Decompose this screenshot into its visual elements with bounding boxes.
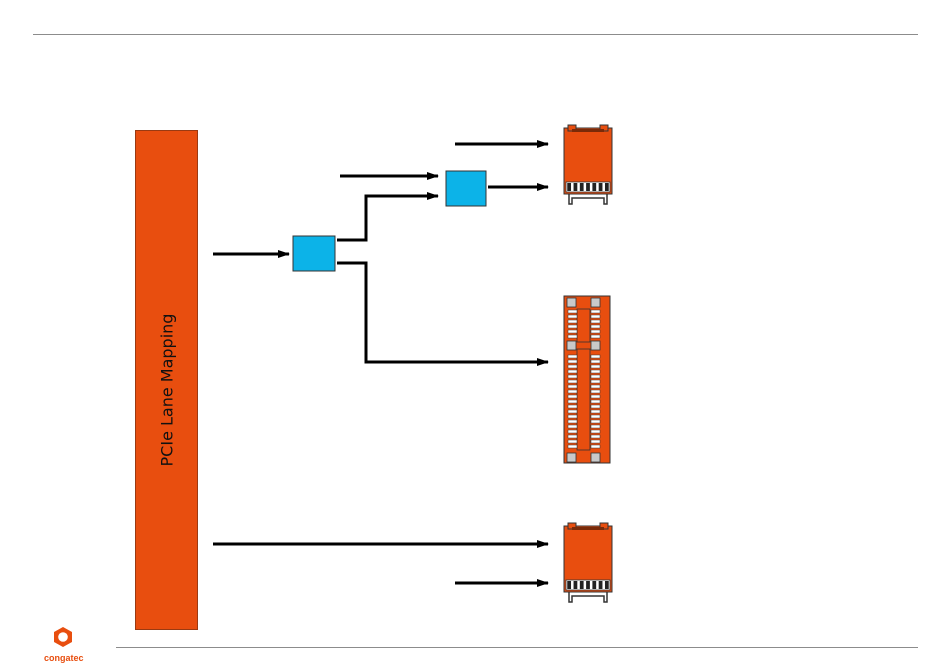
link-switch-1-to-switch-2 xyxy=(337,196,438,240)
switch-1 xyxy=(293,236,335,271)
m2-connector-top xyxy=(564,125,612,204)
slot-connector-middle xyxy=(564,296,610,463)
congatec-logo: congatec xyxy=(44,626,82,663)
link-switch-1-to-slot xyxy=(337,263,548,362)
hexagon-ring-icon xyxy=(52,626,74,648)
switch-2 xyxy=(446,171,486,206)
m2-connector-bottom xyxy=(564,523,612,602)
brand-name: congatec xyxy=(44,653,82,663)
